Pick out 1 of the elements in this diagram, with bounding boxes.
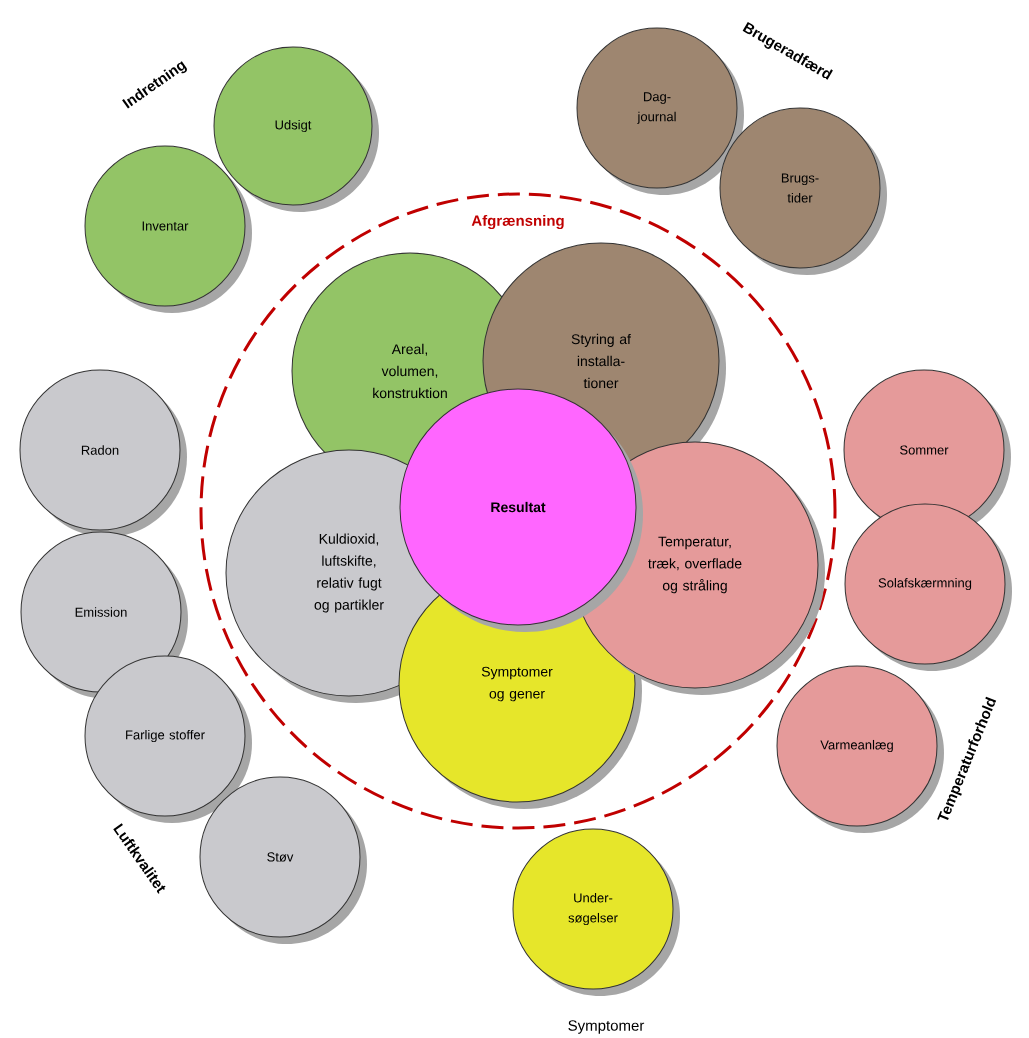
group-label: Symptomer (568, 1020, 645, 1034)
